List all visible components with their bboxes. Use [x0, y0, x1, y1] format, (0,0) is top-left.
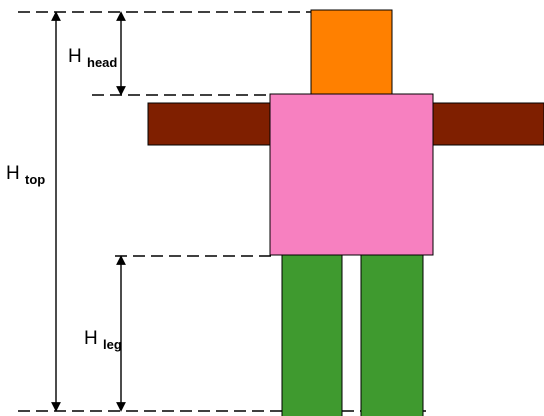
head-height-label-sub: head [87, 55, 117, 70]
leg-height-label: H leg [84, 328, 122, 352]
right-arm [432, 103, 544, 145]
head-height-label-main: H [68, 46, 82, 67]
right-leg [361, 255, 423, 416]
left-leg [282, 255, 342, 416]
torso [270, 94, 433, 255]
head [311, 10, 392, 94]
leg-height-label-main: H [84, 328, 98, 349]
top-height-label-sub: top [25, 172, 45, 187]
leg-height-label-sub: leg [103, 337, 122, 352]
head-height-label: H head [68, 46, 117, 70]
top-height-label-main: H [6, 163, 20, 184]
top-height-label: H top [6, 163, 45, 187]
left-arm [148, 103, 272, 145]
